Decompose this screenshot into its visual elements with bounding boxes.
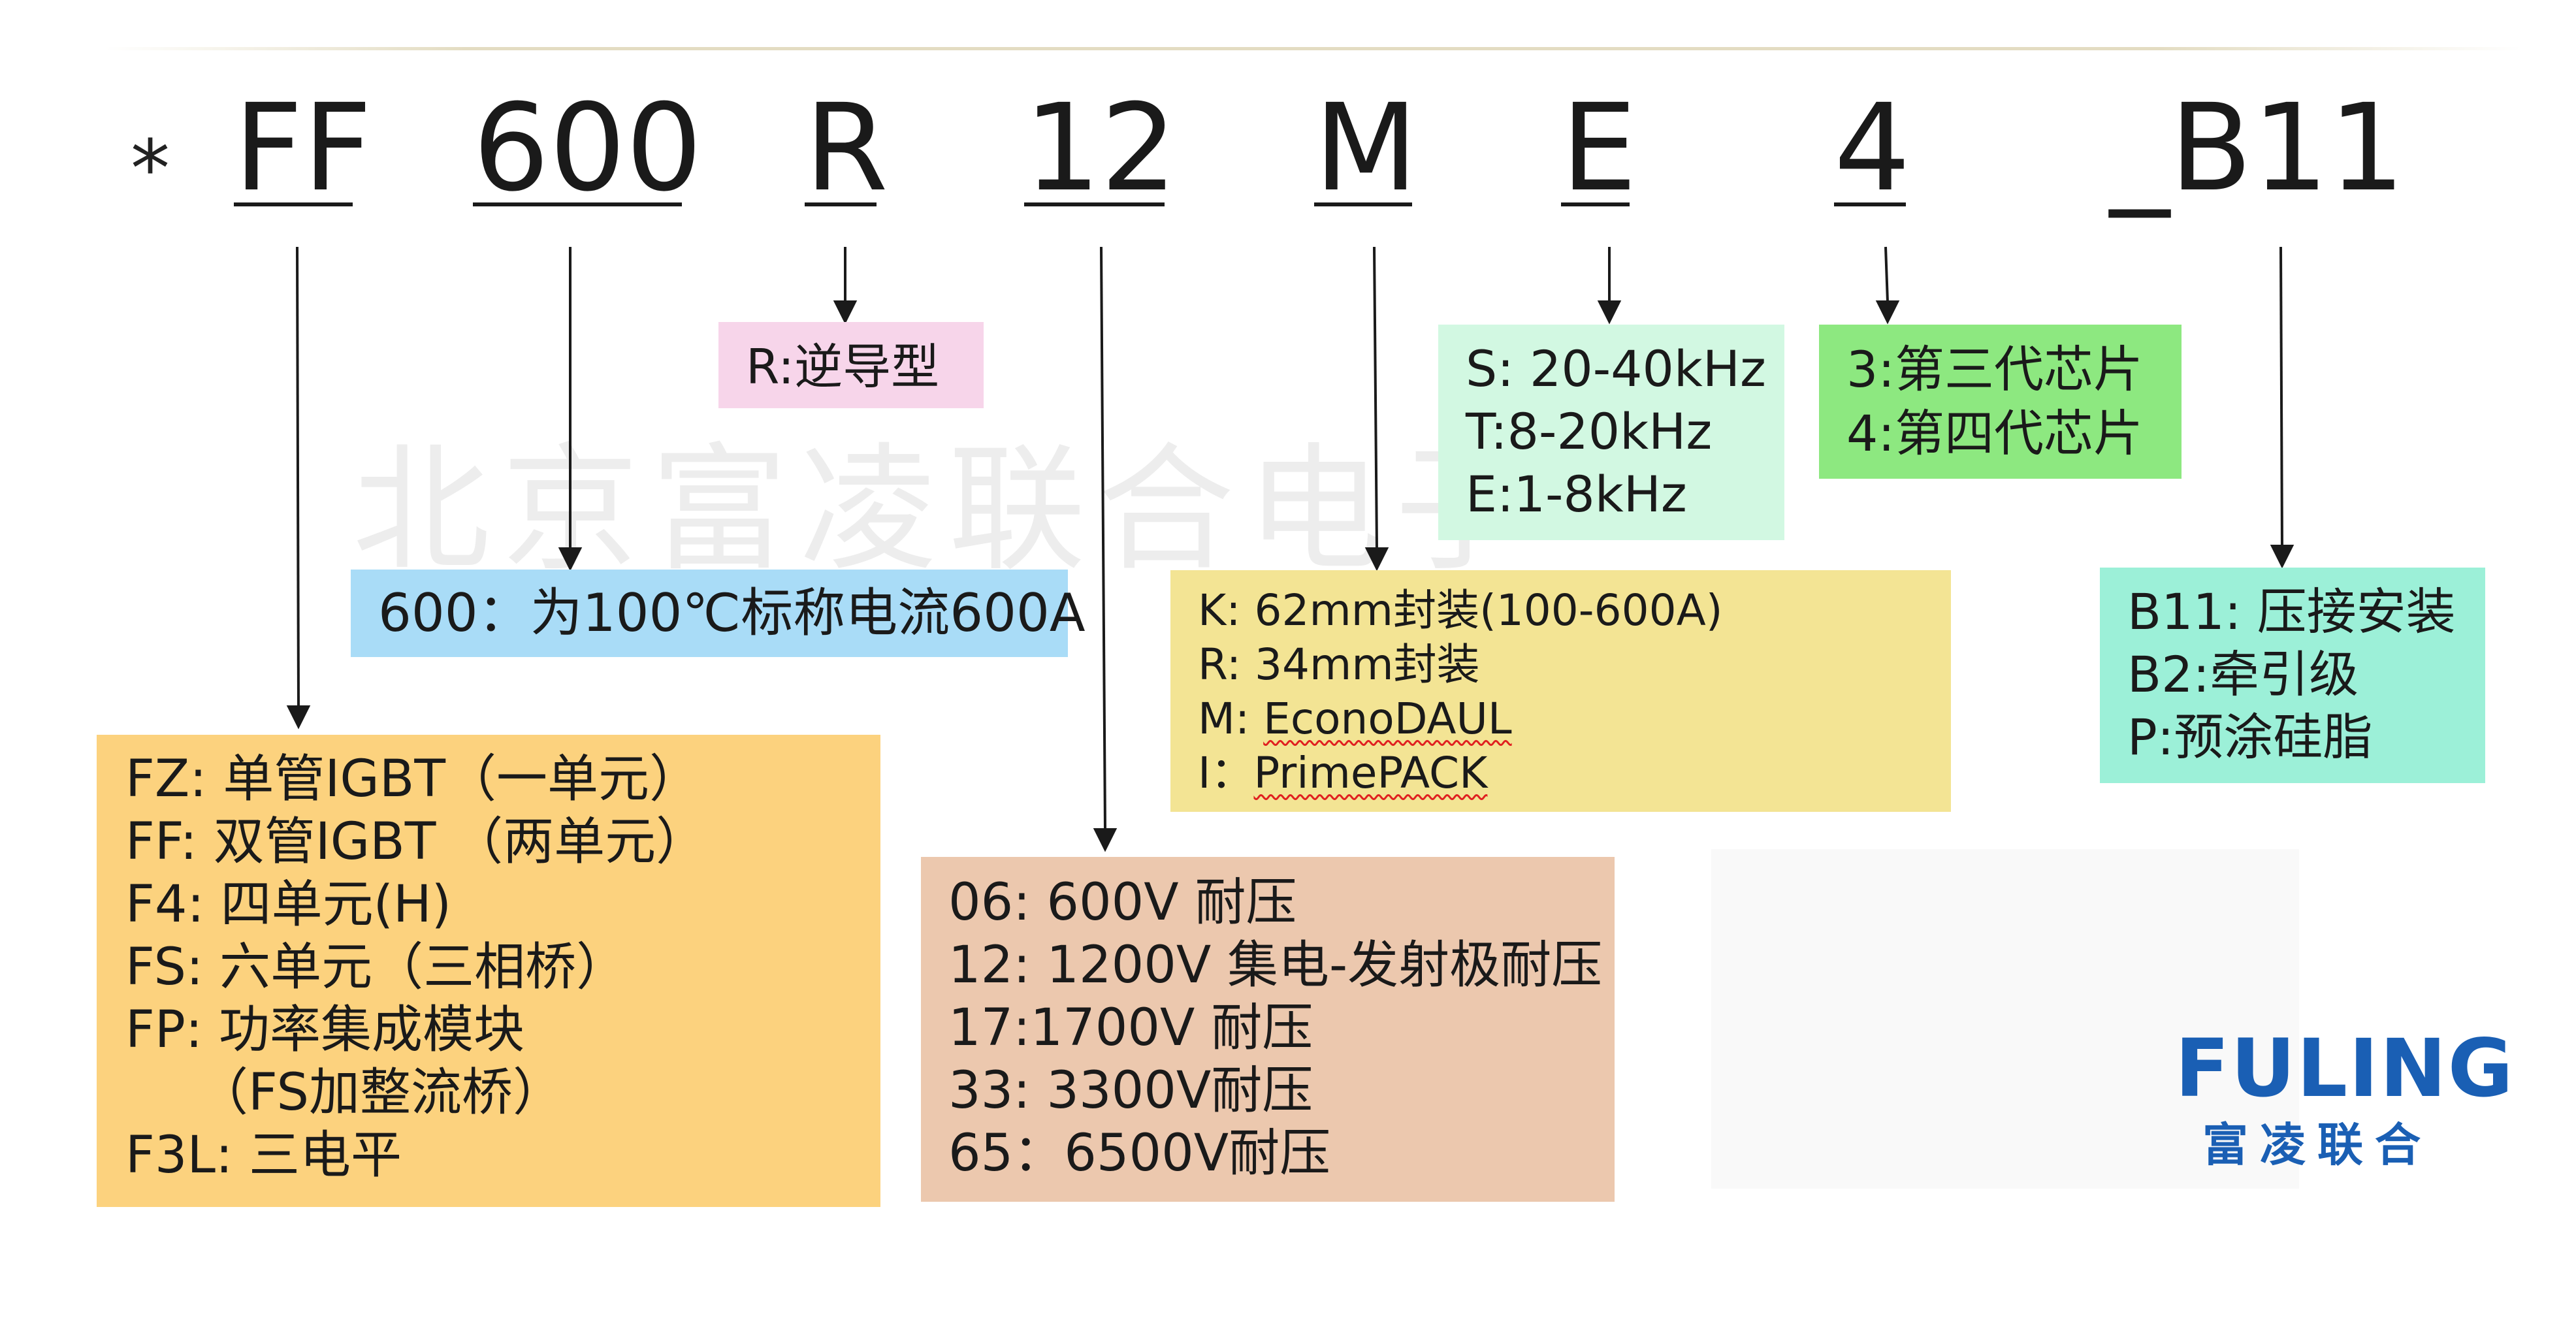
box-voltage-rating: 06: 600V 耐压 12: 1200V 集电-发射极耐压 17:1700V … bbox=[921, 857, 1615, 1202]
code-part-12-underline bbox=[1024, 202, 1165, 206]
box-module-topology: FZ: 单管IGBT（一单元） FF: 双管IGBT （两单元） F4: 四单元… bbox=[97, 735, 880, 1207]
box-voltage-line-5: 65：6500V耐压 bbox=[948, 1124, 1331, 1183]
code-part-m: M bbox=[1314, 78, 1418, 218]
box-mounting-option: B11: 压接安装 B2:牵引级 P:预涂硅脂 bbox=[2100, 568, 2485, 783]
code-part-r: R bbox=[805, 78, 888, 218]
box-package-line-3: M: EconoDAUL bbox=[1198, 692, 1951, 746]
box-topology-line-3: F4: 四单元(H) bbox=[125, 875, 452, 934]
top-divider bbox=[105, 47, 2521, 50]
package-text-k: 62mm封装(100-600A) bbox=[1254, 585, 1723, 635]
box-frequency-line-3: E:1-8kHz bbox=[1466, 465, 1687, 523]
box-rated-current: 600：为100℃标称电流600A bbox=[351, 570, 1086, 657]
code-part-12: 12 bbox=[1024, 78, 1178, 218]
box-topology-line-1: FZ: 单管IGBT（一单元） bbox=[125, 750, 700, 809]
arrow-600-head bbox=[558, 547, 583, 571]
code-part-4-underline bbox=[1834, 202, 1906, 206]
box-reverse-conducting: R:逆导型 bbox=[718, 322, 984, 408]
arrow-m bbox=[1373, 246, 1378, 549]
box-package-type: K: 62mm封装(100-600A) R: 34mm封装 M: EconoDA… bbox=[1170, 570, 1951, 812]
box-voltage-line-3: 17:1700V 耐压 bbox=[948, 999, 1313, 1057]
package-prefix-r: R: bbox=[1198, 639, 1255, 690]
code-part-600-underline bbox=[473, 202, 682, 206]
arrow-ff-head bbox=[286, 705, 311, 730]
box-mount-line-1: B11: 压接安装 bbox=[2127, 583, 2456, 641]
arrow-r-head bbox=[833, 300, 858, 325]
box-topology-line-7: F3L: 三电平 bbox=[125, 1126, 402, 1185]
package-prefix-m: M: bbox=[1198, 694, 1264, 744]
fuling-logo-chinese: 富凌联合 bbox=[2202, 1118, 2432, 1172]
box-voltage-line-1: 06: 600V 耐压 bbox=[948, 873, 1297, 932]
box-voltage-line-2: 12: 1200V 集电-发射极耐压 bbox=[948, 936, 1603, 995]
code-part-e: E bbox=[1561, 78, 1637, 218]
box-switching-frequency: S: 20-40kHz T:8-20kHz E:1-8kHz bbox=[1438, 325, 1784, 540]
arrow-12 bbox=[1100, 246, 1106, 830]
box-reverse-line-1: R:逆导型 bbox=[746, 339, 940, 395]
box-frequency-line-2: T:8-20kHz bbox=[1466, 402, 1713, 460]
box-mount-line-2: B2:牵引级 bbox=[2127, 645, 2359, 703]
arrow-4 bbox=[1884, 246, 1889, 302]
box-package-line-4: I：PrimePACK bbox=[1198, 746, 1951, 800]
package-text-i: PrimePACK bbox=[1253, 748, 1488, 798]
arrow-ff bbox=[296, 246, 300, 707]
box-package-line-1: K: 62mm封装(100-600A) bbox=[1198, 583, 1951, 637]
code-part-e-underline bbox=[1561, 202, 1630, 206]
arrow-12-head bbox=[1093, 828, 1118, 852]
box-topology-line-2: FF: 双管IGBT （两单元） bbox=[125, 812, 707, 871]
code-part-ff: FF bbox=[234, 78, 372, 218]
box-chip-line-1: 3:第三代芯片 bbox=[1846, 340, 2143, 398]
arrow-e-head bbox=[1597, 300, 1622, 325]
box-frequency-line-1: S: 20-40kHz bbox=[1466, 340, 1766, 398]
code-part-600: 600 bbox=[473, 78, 703, 218]
box-voltage-line-4: 33: 3300V耐压 bbox=[948, 1061, 1313, 1120]
watermark: 北京富凌联合电子 bbox=[353, 430, 1545, 590]
package-prefix-i: I： bbox=[1198, 748, 1254, 798]
box-package-line-2: R: 34mm封装 bbox=[1198, 637, 1951, 692]
fuling-logo-text: FULING bbox=[2175, 1022, 2515, 1115]
arrow-b11 bbox=[2279, 246, 2283, 547]
code-part-b11: _B11 bbox=[2110, 78, 2406, 218]
code-part-r-underline bbox=[805, 202, 877, 206]
code-part-ff-underline bbox=[234, 202, 353, 206]
package-prefix-k: K: bbox=[1198, 585, 1255, 635]
box-topology-line-5: FP: 功率集成模块 bbox=[125, 1001, 524, 1059]
box-mount-line-3: P:预涂硅脂 bbox=[2127, 708, 2373, 766]
box-topology-line-6: （FS加整流桥） bbox=[197, 1063, 564, 1122]
package-text-m: EconoDAUL bbox=[1263, 694, 1512, 744]
code-part-4: 4 bbox=[1834, 78, 1911, 218]
box-topology-line-4: FS: 六单元（三相桥） bbox=[125, 938, 628, 997]
arrow-b11-head bbox=[2270, 545, 2294, 569]
code-asterisk: * bbox=[131, 124, 170, 215]
box-chip-generation: 3:第三代芯片 4:第四代芯片 bbox=[1819, 325, 2182, 479]
box-chip-line-2: 4:第四代芯片 bbox=[1846, 404, 2143, 462]
code-part-m-underline bbox=[1314, 202, 1412, 206]
box-current-line-1: 600：为100℃标称电流600A bbox=[378, 583, 1086, 643]
arrow-m-head bbox=[1364, 547, 1389, 571]
arrow-4-head bbox=[1875, 300, 1900, 325]
watermark-faded-area bbox=[1711, 849, 2299, 1189]
package-text-r: 34mm封装 bbox=[1255, 639, 1480, 690]
